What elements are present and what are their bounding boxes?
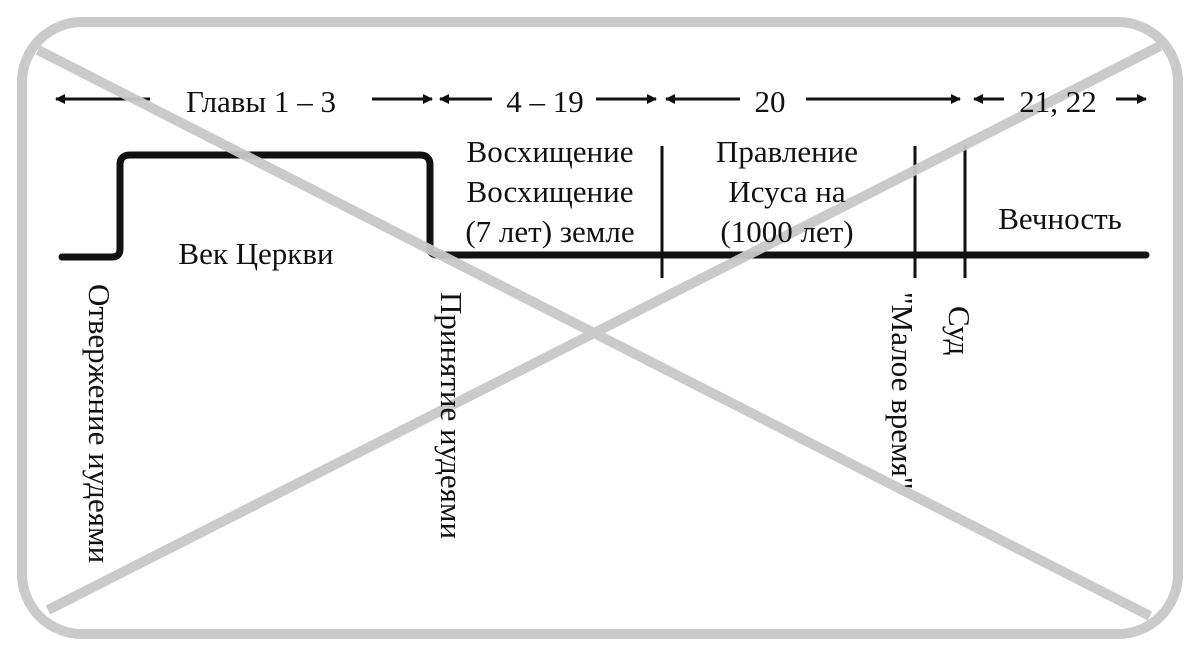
chapter-20-label: 20 — [754, 84, 786, 119]
eternity-label: Вечность — [998, 201, 1122, 236]
rapture-line-3: (7 лет) земле — [465, 214, 635, 249]
chapters-21-22-label: 21, 22 — [1019, 84, 1097, 119]
overlay-diagonal-2 — [45, 41, 1163, 615]
rapture-line-1: Восхищение — [466, 134, 634, 169]
overlay-frame — [17, 17, 1183, 639]
acceptance-event-label: Принятие иудеями — [434, 292, 469, 540]
reign-period-label: Правление Исуса на (1000 лет) — [716, 132, 858, 252]
reign-line-3: (1000 лет) — [720, 214, 854, 249]
cross-out-overlay — [17, 17, 1183, 639]
reign-line-2: Исуса на — [728, 174, 846, 209]
chapters-1-3-label: Главы 1 – 3 — [185, 84, 337, 119]
rejection-event-label: Отвержение иудеями — [82, 284, 117, 564]
chapters-4-19-label: 4 – 19 — [506, 84, 584, 119]
rapture-period-label: Восхищение Восхищение (7 лет) земле — [465, 132, 634, 252]
reign-line-1: Правление — [715, 134, 859, 169]
judgment-event-label: Суд — [942, 306, 977, 356]
little-time-event-label: "Малое время" — [885, 292, 920, 490]
church-age-label: Век Церкви — [178, 236, 334, 271]
rapture-line-2: Восхищение — [466, 174, 634, 209]
